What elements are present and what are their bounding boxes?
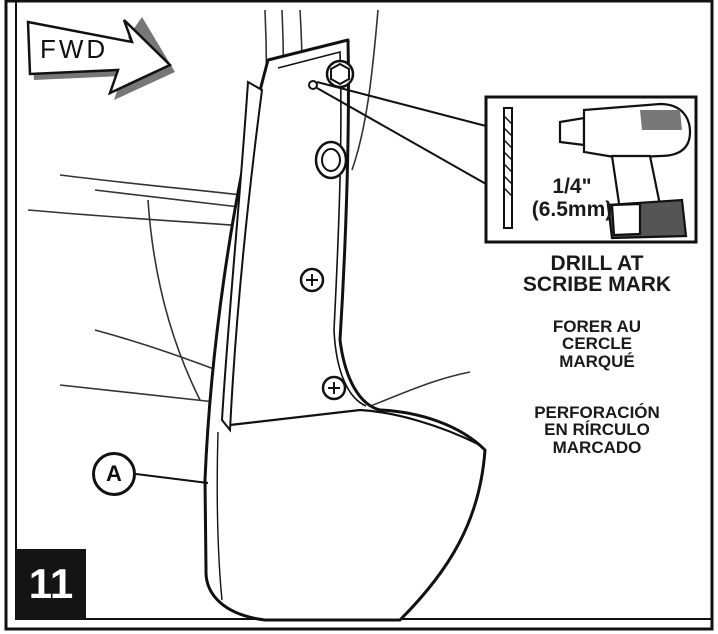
instruction-line: MARQUÉ [559,351,635,371]
power-drill-icon [558,102,692,240]
callout-a: A [92,452,136,496]
instruction-french: FORER AU CERCLE MARQUÉ [500,318,694,370]
drill-bit-icon [503,107,513,229]
instruction-line: EN RÍRCULO [544,420,650,440]
drill-size-metric: (6.5mm) [531,198,613,222]
fwd-label: FWD [40,34,109,64]
drill-size-imperial: 1/4" [552,175,592,198]
scribe-mark [308,80,318,90]
instruction-line: DRILL AT [550,252,644,275]
drill-size-label: 1/4" (6.5mm) [514,175,630,221]
instruction-english: DRILL AT SCRIBE MARK [480,253,714,296]
screw-icon [321,375,347,401]
step-number-badge: 11 [16,549,86,619]
instruction-line: SCRIBE MARK [522,273,672,297]
instruction-line: MARCADO [552,437,642,457]
screw-icon [299,267,325,293]
callout-a-leader [135,473,209,484]
instruction-line: CERCLE [562,334,632,354]
instruction-spanish: PERFORACIÓN EN RÍRCULO MARCADO [480,404,714,456]
mud-flap [203,38,487,622]
bolt-icon [325,59,355,89]
instruction-line: PERFORACIÓN [534,403,660,422]
detail-leader-lines [316,81,487,185]
instruction-line: FORER AU [552,317,642,336]
fwd-arrow-icon [26,17,175,100]
grommet [314,140,348,180]
